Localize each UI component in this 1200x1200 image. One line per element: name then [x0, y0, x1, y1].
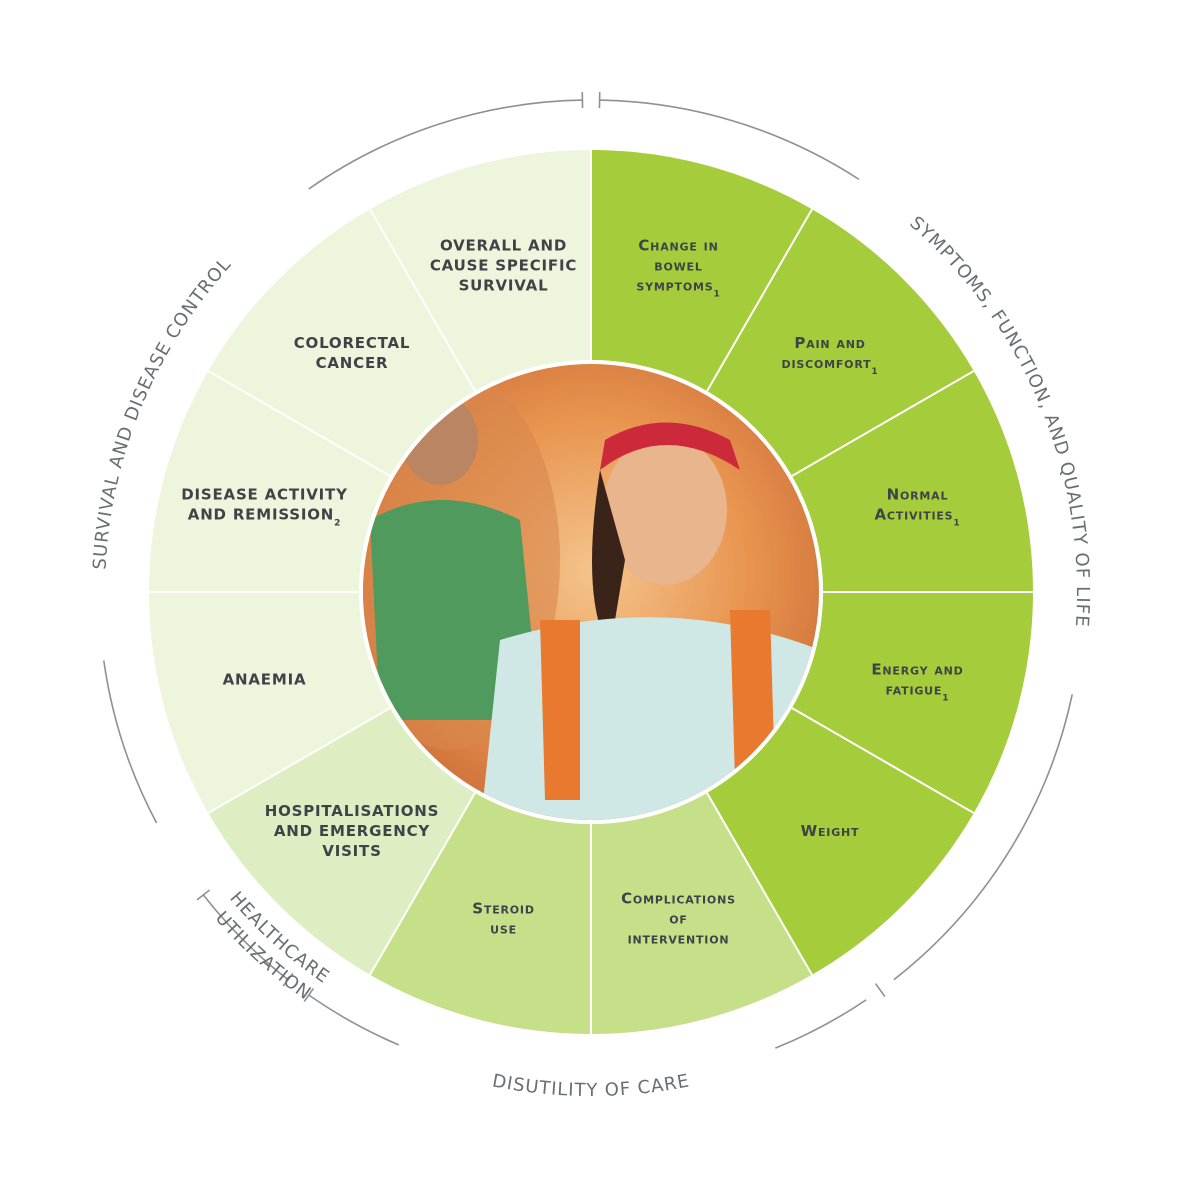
segment-anaemia [149, 592, 391, 813]
segment-normal-activities [791, 371, 1033, 592]
ring-arc-disutility-right [775, 999, 867, 1049]
segment-label-anaemia: ANAEMIA [223, 670, 307, 688]
ring-tick-survival-end [196, 889, 211, 901]
ring-tick-disutility-end [303, 988, 315, 1003]
segment-steroid-use [370, 792, 591, 1034]
segment-dividers [149, 150, 1033, 1034]
segment-divider [369, 208, 476, 392]
ring-arc-healthcare [202, 894, 289, 981]
segment-divider [791, 707, 975, 814]
segment-divider [207, 370, 391, 477]
segment-divider [706, 208, 813, 392]
segment-change-in-bowel-symptoms [591, 150, 812, 392]
ring-tick-healthcare-start [282, 972, 294, 987]
ring-arc-symptoms-right [893, 694, 1074, 981]
segment-complications-of-intervention [591, 792, 812, 1034]
ring-arc-survival-top [308, 99, 583, 190]
ring-arc-symptoms-top [599, 99, 860, 181]
ring-tick-disutility-start [874, 983, 886, 997]
ring-label-disutility: DISUTILITY OF CARE [491, 1070, 692, 1101]
segment-divider [706, 792, 813, 976]
segment-label-weight: Weight [801, 822, 860, 840]
segment-divider [207, 707, 391, 814]
segment-divider [791, 370, 975, 477]
segment-disease-activity [149, 371, 391, 592]
ring-arc-survival-left [102, 660, 158, 824]
segment-divider [369, 792, 476, 976]
segment-overall-survival [370, 150, 591, 392]
segment-energy-and-fatigue [791, 592, 1033, 813]
ring-arc-disutility-left [308, 994, 400, 1046]
